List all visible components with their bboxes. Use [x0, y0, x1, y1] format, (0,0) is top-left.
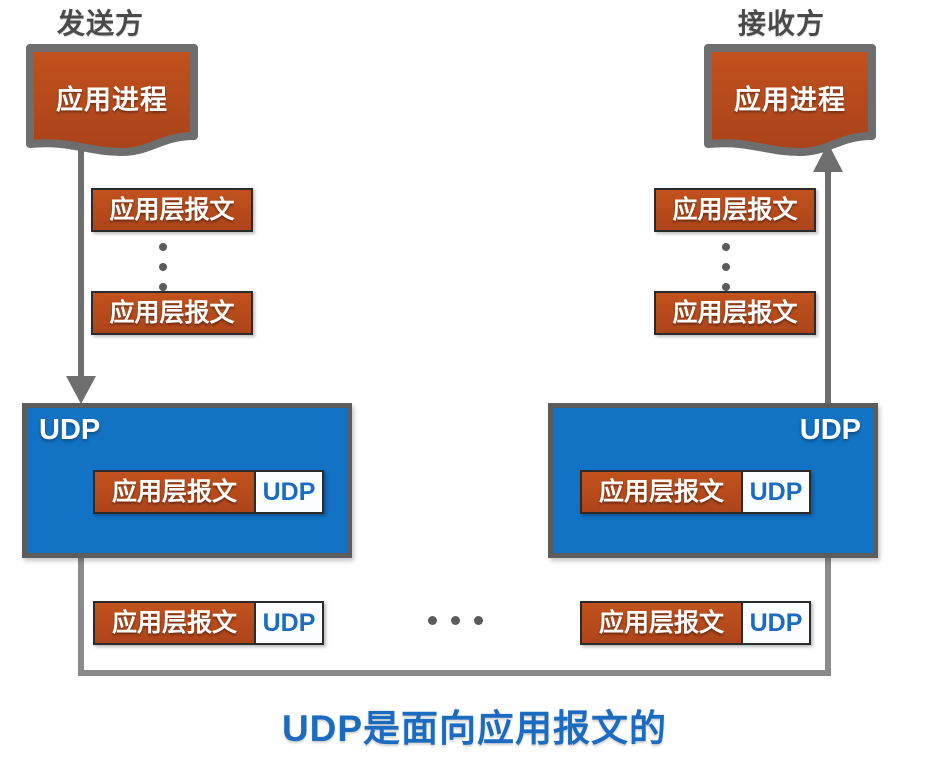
- application-process-banner-receiver[interactable]: 应用进程: [700, 40, 880, 156]
- banner-shape-icon: [26, 44, 198, 156]
- dot: [474, 616, 483, 625]
- vertical-ellipsis-receiver: [722, 243, 732, 303]
- vertical-ellipsis-sender: [159, 243, 169, 303]
- transmitted-datagram-left[interactable]: 应用层报文 UDP: [93, 601, 324, 645]
- app-message-box[interactable]: 应用层报文: [654, 291, 816, 335]
- udp-layer-label-sender: UDP: [39, 414, 101, 446]
- arrow-up-icon: [813, 143, 843, 403]
- horizontal-ellipsis-wire: [428, 616, 483, 625]
- dot: [159, 243, 167, 251]
- udp-datagram-in-receiver-layer[interactable]: 应用层报文 UDP: [580, 470, 811, 514]
- dot: [159, 283, 167, 291]
- datagram-payload: 应用层报文: [580, 470, 742, 514]
- column-heading-sender: 发送方: [57, 8, 145, 39]
- transmitted-datagram-right[interactable]: 应用层报文 UDP: [580, 601, 811, 645]
- dot: [722, 283, 730, 291]
- dot: [451, 616, 460, 625]
- datagram-udp-header: UDP: [742, 470, 811, 514]
- app-message-box[interactable]: 应用层报文: [654, 188, 816, 232]
- column-heading-receiver: 接收方: [738, 8, 826, 39]
- datagram-udp-header: UDP: [255, 470, 324, 514]
- dot: [722, 243, 730, 251]
- banner-shape-icon: [704, 44, 876, 156]
- dot: [722, 263, 730, 271]
- diagram-caption: UDP是面向应用报文的: [281, 708, 668, 749]
- application-process-banner-sender[interactable]: 应用进程: [22, 40, 202, 156]
- datagram-udp-header: UDP: [255, 601, 324, 645]
- udp-layer-label-receiver: UDP: [799, 414, 861, 446]
- datagram-udp-header: UDP: [742, 601, 811, 645]
- udp-datagram-in-sender-layer[interactable]: 应用层报文 UDP: [93, 470, 324, 514]
- dot: [159, 263, 167, 271]
- datagram-payload: 应用层报文: [580, 601, 742, 645]
- datagram-payload: 应用层报文: [93, 601, 255, 645]
- dot: [428, 616, 437, 625]
- app-message-box[interactable]: 应用层报文: [91, 188, 253, 232]
- datagram-payload: 应用层报文: [93, 470, 255, 514]
- app-message-box[interactable]: 应用层报文: [91, 291, 253, 335]
